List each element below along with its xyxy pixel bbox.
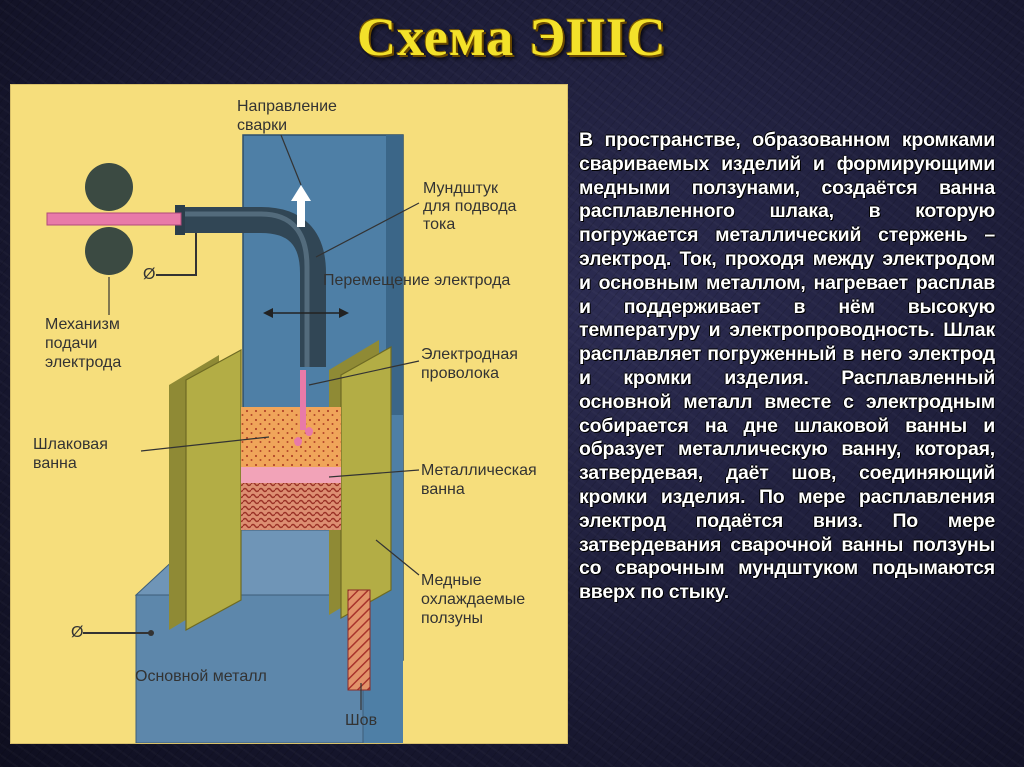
esw-diagram: Направление сварки Мундштук для подвода … [10,84,568,744]
label-phi-bottom: Ø [71,624,84,641]
description-text: В пространстве, образованном кромками св… [579,129,995,604]
label-wire: Электродная проволока [421,346,518,382]
label-metal-bath: Металлическая ванна [421,462,537,498]
seam-strip [347,589,371,691]
label-phi-top: Ø [143,266,156,283]
direction-arrow [291,185,311,227]
feed-roller-bottom [85,227,133,275]
drop-2 [305,427,313,436]
label-base-metal: Основной металл [135,668,267,685]
page-title: Схема ЭШС [357,7,667,67]
right-slider-front [340,345,392,620]
drop-1 [294,437,302,446]
label-slag-bath: Шлаковая ванна [33,436,108,472]
left-slider-front [185,348,242,632]
label-electrode-motion: Перемещение электрода [323,272,511,289]
base-metal-front [135,594,364,743]
label-mechanism: Механизм подачи электрода [45,316,122,371]
feed-wire [46,212,182,226]
label-direction: Направление сварки [237,98,337,134]
slag-bath-dots [241,407,341,473]
electrode-wire [300,370,306,430]
label-mouthpiece: Мундштук для подвода тока [423,180,517,233]
metal-bath [241,467,341,483]
label-sliders: Медные охлаждаемые ползуны [421,572,526,627]
solidified-zone [241,483,341,530]
feed-roller-top [85,163,133,211]
label-seam: Шов [345,712,378,729]
esw-diagram-drawing [46,134,420,743]
